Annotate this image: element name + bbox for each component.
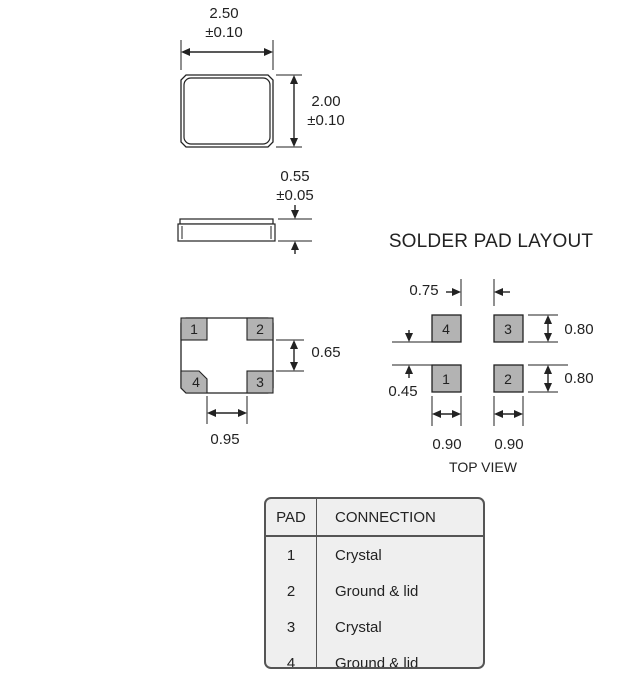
arrowhead [432, 410, 441, 418]
pad-height-bottom-value: 0.80 [564, 370, 593, 387]
table-row: 3 Crystal [266, 609, 483, 645]
pad-width-right-value: 0.90 [494, 436, 523, 453]
arrowhead [290, 340, 298, 349]
arrowhead [290, 138, 298, 147]
arrowhead [544, 383, 552, 392]
table-row: 2 Ground & lid [266, 573, 483, 609]
arrowhead [207, 409, 216, 417]
package-side-view: 0.55 ±0.05 [177, 168, 314, 254]
header-pad: PAD [266, 499, 317, 537]
package-top-view: 2.50 ±0.10 2.00 ±0.10 [180, 5, 345, 148]
land-pad-label: 3 [504, 321, 512, 337]
land-pad-label: 1 [442, 371, 450, 387]
bottom-pad-2 [246, 317, 274, 341]
table-header-row: PAD CONNECTION [266, 499, 483, 537]
side-body [177, 223, 276, 242]
arrowhead [291, 210, 299, 219]
thickness-tolerance: ±0.05 [276, 187, 313, 204]
pitch-h-value: 0.95 [210, 431, 239, 448]
arrowhead [494, 288, 503, 296]
height-value: 2.00 [311, 93, 340, 110]
arrowhead [290, 362, 298, 371]
height-tolerance: ±0.10 [307, 112, 344, 129]
bottom-pad-label: 2 [256, 321, 264, 337]
arrowhead [452, 410, 461, 418]
gap-h-value: 0.75 [409, 282, 438, 299]
side-lid [179, 218, 274, 225]
bottom-pad-label: 1 [190, 321, 198, 337]
table-row: 1 Crystal [266, 536, 483, 573]
solder-layout-title: SOLDER PAD LAYOUT [389, 231, 594, 252]
package-outline [180, 74, 274, 148]
arrowhead [264, 48, 273, 56]
land-pad-label: 2 [504, 371, 512, 387]
land-pad-label: 4 [442, 321, 450, 337]
arrowhead [452, 288, 461, 296]
pad-width-left-value: 0.90 [432, 436, 461, 453]
thickness-value: 0.55 [280, 168, 309, 185]
arrowhead [405, 365, 413, 374]
row-connection: Crystal [335, 546, 382, 564]
package-lid [183, 77, 271, 145]
arrowhead [544, 365, 552, 374]
arrowhead [238, 409, 247, 417]
table-row: 4 Ground & lid [266, 645, 483, 669]
row-connection: Ground & lid [335, 582, 419, 600]
row-connection: Ground & lid [335, 654, 419, 669]
gap-v-value: 0.45 [388, 383, 417, 400]
package-bottom-view: 1 2 4 3 0.65 0.95 [180, 317, 341, 448]
pitch-v-value: 0.65 [311, 344, 340, 361]
arrowhead [544, 315, 552, 324]
solder-pad-layout: SOLDER PAD LAYOUT 4 3 1 2 0.75 0.45 0.80 [388, 231, 593, 475]
top-view-label: TOP VIEW [449, 459, 518, 475]
bottom-pad-4 [180, 370, 208, 394]
pad-connection-table: PAD CONNECTION 1 Crystal 2 Ground & lid … [264, 497, 485, 669]
pad-height-top-value: 0.80 [564, 321, 593, 338]
bottom-pad-label: 3 [256, 374, 264, 390]
arrowhead [181, 48, 190, 56]
header-connection: CONNECTION [316, 499, 483, 537]
land-pad-4 [431, 314, 462, 343]
arrowhead [290, 75, 298, 84]
row-connection: Crystal [335, 618, 382, 636]
bottom-pad-1 [180, 317, 208, 341]
arrowhead [494, 410, 503, 418]
bottom-pad-label: 4 [192, 374, 200, 390]
row-pad: 2 [266, 573, 317, 609]
row-pad: 4 [266, 645, 317, 667]
width-value: 2.50 [209, 5, 238, 22]
row-pad: 1 [266, 536, 317, 573]
arrowhead [514, 410, 523, 418]
width-tolerance: ±0.10 [205, 24, 242, 41]
land-pad-3 [493, 314, 524, 343]
pad-table: PAD CONNECTION 1 Crystal 2 Ground & lid … [266, 499, 483, 669]
arrowhead [405, 333, 413, 342]
row-pad: 3 [266, 609, 317, 645]
land-pad-2 [493, 364, 524, 393]
arrowhead [544, 333, 552, 342]
arrowhead [291, 241, 299, 250]
bottom-pad-3 [246, 370, 274, 394]
land-pad-1 [431, 364, 462, 393]
